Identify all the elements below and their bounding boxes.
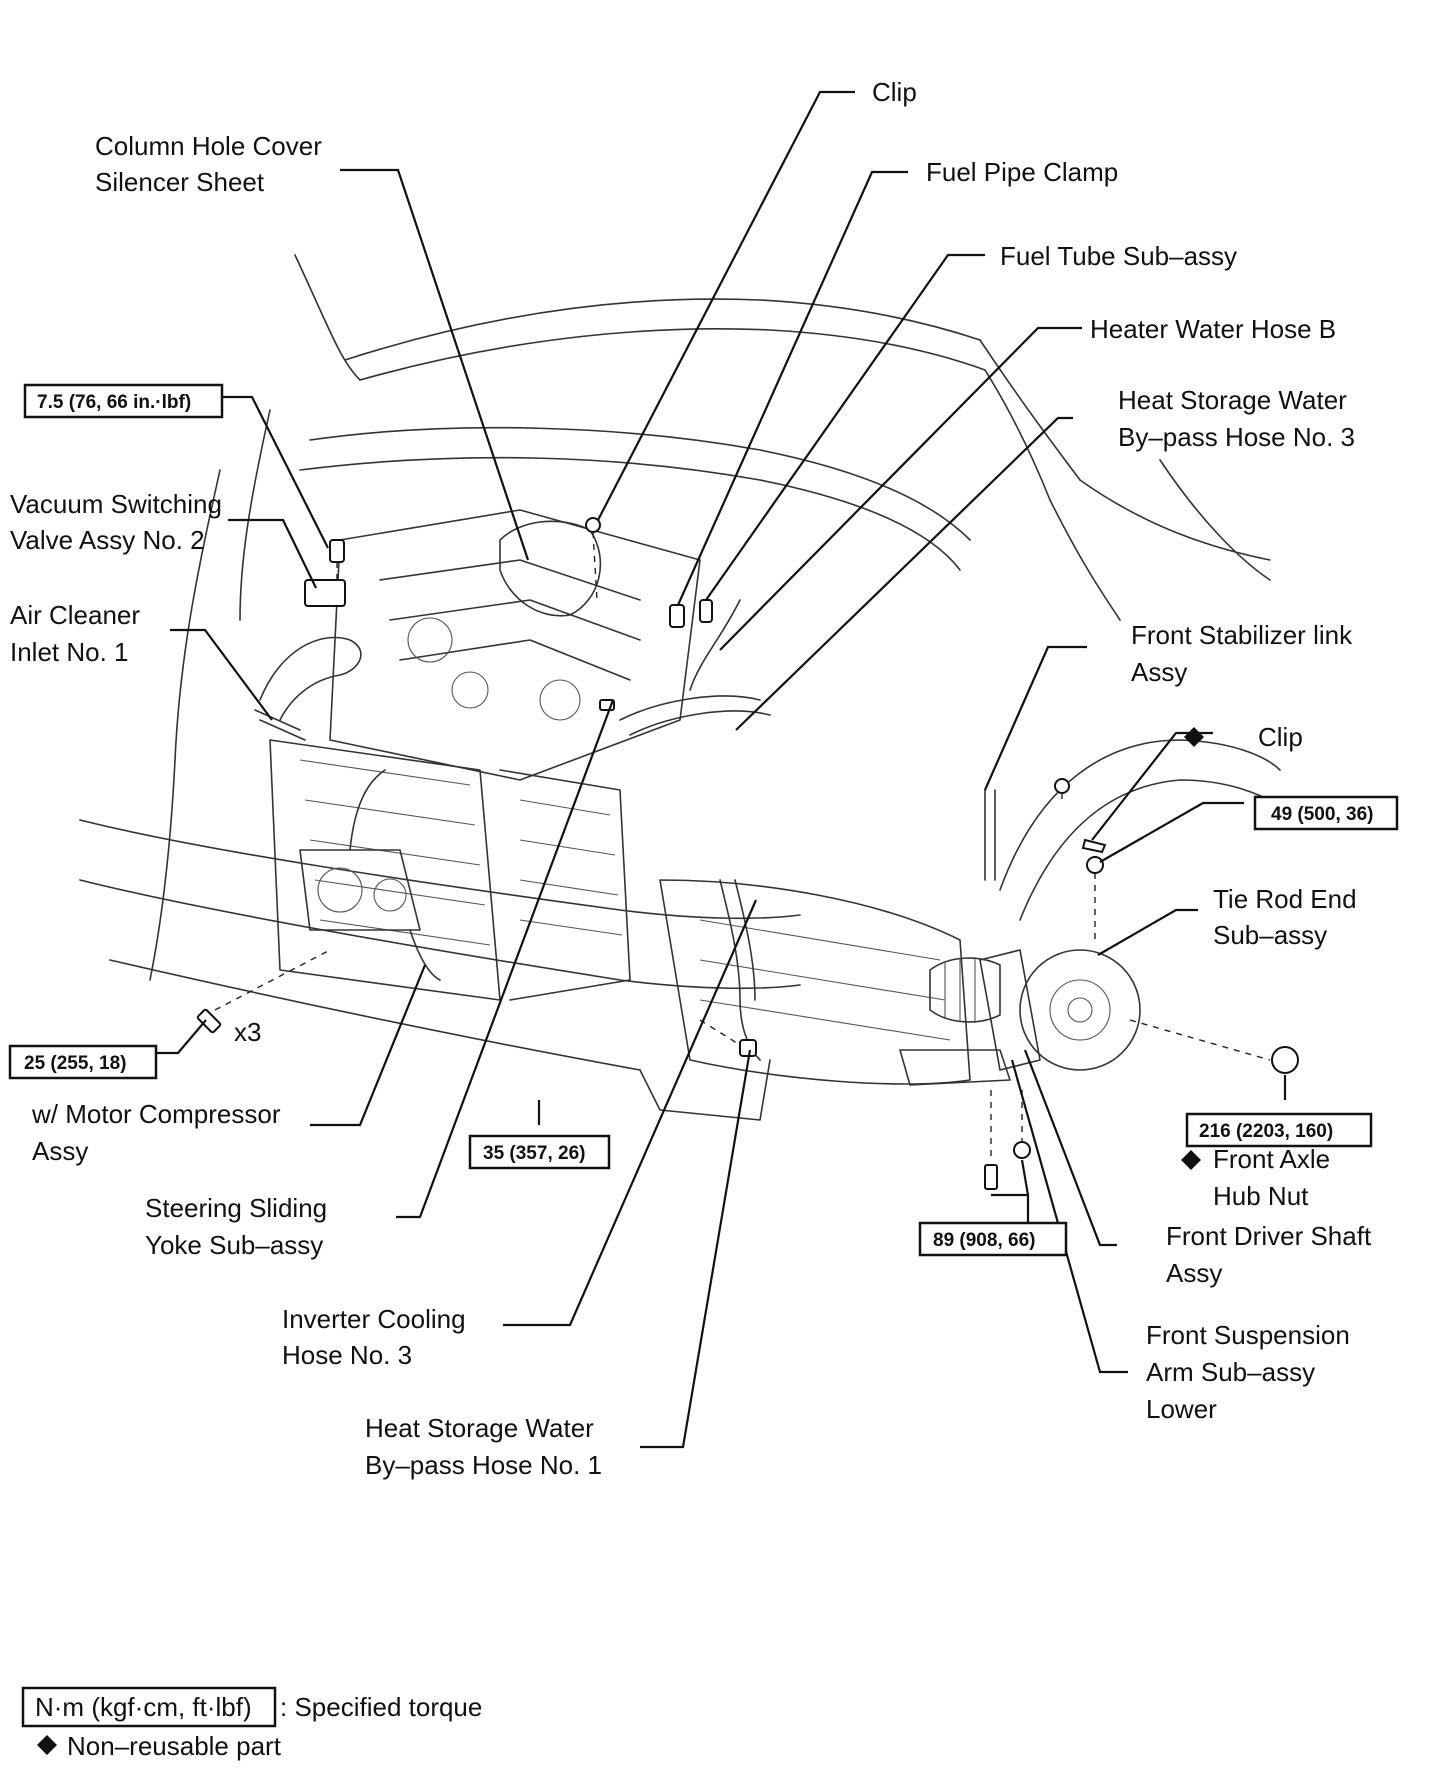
- dashed-lines: [214, 531, 1271, 1160]
- label-front-suspension-arm: Front Suspension: [1146, 1320, 1350, 1350]
- label-heat-storage-1-line2: By–pass Hose No. 1: [365, 1450, 602, 1480]
- torque-box-bracket-bolt: 25 (255, 18): [8, 1044, 158, 1080]
- svg-text:49 (500, 36): 49 (500, 36): [1271, 804, 1373, 825]
- label-vsv: Vacuum Switching: [10, 489, 222, 519]
- svg-text:89 (908, 66): 89 (908, 66): [933, 1230, 1035, 1251]
- label-heat-storage-3: Heat Storage Water: [1118, 385, 1347, 415]
- label-stabilizer-link-line2: Assy: [1131, 657, 1187, 687]
- label-clip-top: Clip: [872, 77, 917, 107]
- label-motor-compressor-line2: Assy: [32, 1136, 88, 1166]
- torque-box-tie-rod-nut: 49 (500, 36): [1253, 795, 1399, 831]
- label-column-hole-cover: Column Hole Cover: [95, 131, 322, 161]
- label-front-suspension-arm-line3: Lower: [1146, 1394, 1217, 1424]
- leader-lines: [156, 90, 1287, 1449]
- label-steering-sliding-yoke: Steering Sliding: [145, 1193, 327, 1223]
- diamond-symbols: [37, 727, 1204, 1755]
- label-fuel-tube: Fuel Tube Sub–assy: [1000, 241, 1237, 271]
- diamond-icon: [1181, 1150, 1201, 1170]
- legend-torque-text: : Specified torque: [280, 1692, 482, 1722]
- legend-torque-unit: N·m (kgf·cm, ft·lbf): [35, 1692, 252, 1722]
- label-steering-sliding-yoke-line2: Yoke Sub–assy: [145, 1230, 323, 1260]
- label-stabilizer-link: Front Stabilizer link: [1131, 620, 1353, 650]
- label-front-driver-shaft-line2: Assy: [1166, 1258, 1222, 1288]
- small-parts: [196, 517, 1299, 1190]
- torque-boxes: 7.5 (76, 66 in.·lbf) 49 (500, 36) 25 (25…: [8, 383, 1399, 1257]
- label-column-hole-cover-line2: Silencer Sheet: [95, 167, 265, 197]
- label-x3: x3: [234, 1017, 261, 1047]
- legend: N·m (kgf·cm, ft·lbf) : Specified torque …: [21, 1686, 482, 1761]
- svg-text:216 (2203, 160): 216 (2203, 160): [1199, 1121, 1333, 1142]
- label-tie-rod-end-line2: Sub–assy: [1213, 920, 1327, 950]
- label-inverter-cooling-hose-line2: Hose No. 3: [282, 1340, 412, 1370]
- torque-box-stab-bolt: 35 (357, 26): [468, 1134, 611, 1170]
- label-front-axle-hub-nut: Front Axle: [1213, 1144, 1330, 1174]
- label-motor-compressor: w/ Motor Compressor: [31, 1099, 281, 1129]
- label-air-cleaner-line2: Inlet No. 1: [10, 637, 129, 667]
- label-front-driver-shaft: Front Driver Shaft: [1166, 1221, 1372, 1251]
- label-inverter-cooling-hose: Inverter Cooling: [282, 1304, 466, 1334]
- label-air-cleaner: Air Cleaner: [10, 600, 140, 630]
- legend-torque-box: [21, 1686, 277, 1728]
- label-heat-storage-1: Heat Storage Water: [365, 1413, 594, 1443]
- engine-bay-sketch: [79, 254, 1281, 1121]
- label-heater-water-hose: Heater Water Hose B: [1090, 314, 1336, 344]
- label-front-axle-hub-nut-line2: Hub Nut: [1213, 1181, 1309, 1211]
- diamond-icon: [1184, 727, 1204, 747]
- svg-text:35 (357, 26): 35 (357, 26): [483, 1143, 585, 1164]
- label-clip-right: Clip: [1258, 722, 1303, 752]
- label-fuel-pipe-clamp: Fuel Pipe Clamp: [926, 157, 1118, 187]
- label-heat-storage-3-line2: By–pass Hose No. 3: [1118, 422, 1355, 452]
- torque-box-vsv: 7.5 (76, 66 in.·lbf): [23, 383, 224, 419]
- svg-text:25 (255, 18): 25 (255, 18): [24, 1053, 126, 1074]
- label-vsv-line2: Valve Assy No. 2: [10, 525, 205, 555]
- legend-nonreusable-text: Non–reusable part: [67, 1731, 282, 1761]
- diamond-icon: [37, 1735, 57, 1755]
- part-labels: Clip Fuel Pipe Clamp Column Hole Cover S…: [10, 77, 1372, 1480]
- svg-text:7.5 (76, 66 in.·lbf): 7.5 (76, 66 in.·lbf): [37, 392, 191, 413]
- label-front-suspension-arm-line2: Arm Sub–assy: [1146, 1357, 1315, 1387]
- label-tie-rod-end: Tie Rod End: [1213, 884, 1357, 914]
- torque-box-arm-bolt: 89 (908, 66): [918, 1221, 1068, 1257]
- torque-box-axle-nut: 216 (2203, 160): [1185, 1112, 1373, 1148]
